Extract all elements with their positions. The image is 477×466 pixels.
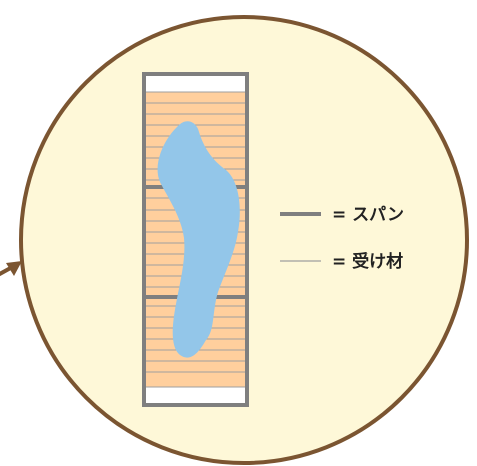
outer-frame bbox=[142, 72, 249, 407]
legend: = スパン = 受け材 bbox=[280, 205, 404, 272]
top-end-block bbox=[144, 74, 247, 92]
arrow-pointer-icon bbox=[0, 261, 22, 277]
legend-receiver-label: = 受け材 bbox=[332, 251, 403, 272]
bottom-end-block bbox=[144, 387, 247, 405]
legend-span-label: = スパン bbox=[332, 205, 404, 225]
water-stain bbox=[157, 121, 240, 358]
